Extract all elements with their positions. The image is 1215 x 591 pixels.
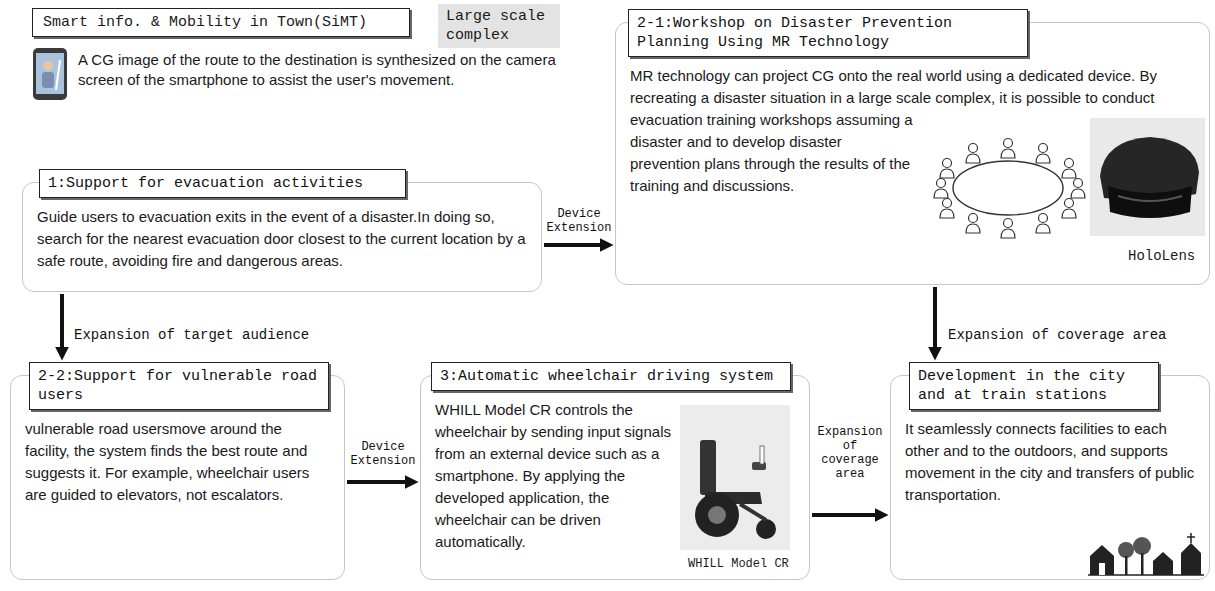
house-icon bbox=[1153, 552, 1173, 575]
image-caption: HoloLens bbox=[1128, 248, 1195, 265]
heading-box: 1:Support for evacuation activities bbox=[39, 169, 406, 198]
phone-screen bbox=[36, 53, 64, 94]
visor-highlight bbox=[1118, 196, 1182, 201]
person-symbol bbox=[1062, 159, 1076, 179]
tree-icon bbox=[1118, 542, 1134, 558]
headset-visor bbox=[1108, 186, 1192, 218]
town-icons bbox=[1088, 533, 1204, 575]
wheel-hub bbox=[708, 506, 726, 524]
person-symbol bbox=[940, 159, 954, 179]
church-cross bbox=[1187, 533, 1195, 543]
stage-panel: 3:Automatic wheelchair driving systemWHI… bbox=[420, 375, 810, 580]
person-symbol bbox=[1001, 219, 1015, 239]
body-text: MR technology can project CG onto the re… bbox=[630, 67, 1157, 194]
tree-trunk bbox=[1125, 556, 1128, 575]
phone-body bbox=[33, 48, 67, 100]
edge-label: Expansion of coverage area bbox=[948, 327, 1166, 344]
body-block: It seamlessly connects facilities to eac… bbox=[891, 376, 1209, 506]
person-symbol bbox=[1071, 179, 1085, 199]
table-ellipse bbox=[953, 161, 1063, 215]
phone-person bbox=[42, 72, 54, 88]
edge-label: Expansion of target audience bbox=[74, 327, 309, 344]
tree-icon bbox=[1133, 537, 1151, 555]
person-symbol bbox=[966, 144, 980, 164]
illustration-space bbox=[913, 109, 1195, 259]
body-text: vulnerable road usersmove around the fac… bbox=[25, 420, 309, 503]
stage-panel: Development in the city and at train sta… bbox=[890, 375, 1210, 580]
heading-box: 2-1:Workshop on Disaster Prevention Plan… bbox=[628, 9, 1028, 57]
person-symbol bbox=[934, 179, 948, 199]
phone-person bbox=[43, 61, 53, 71]
photo-ground bbox=[680, 405, 790, 550]
person-symbol bbox=[966, 214, 980, 234]
person-symbol bbox=[1001, 139, 1015, 159]
route-cg bbox=[56, 60, 60, 90]
connector-arrow bbox=[347, 480, 406, 484]
person-symbol bbox=[940, 199, 954, 219]
body-block: Guide users to evacuation exits in the e… bbox=[23, 183, 541, 272]
body-block: WHILL Model CR controls the wheelchair b… bbox=[421, 376, 689, 553]
connector-arrow bbox=[933, 287, 937, 348]
tag-text: Large scale complex bbox=[446, 7, 552, 45]
photo-ground bbox=[1090, 118, 1205, 236]
tree-trunk bbox=[1141, 553, 1144, 575]
title-text: Smart info. & Mobility in Town(SiMT) bbox=[43, 13, 399, 32]
church-icon bbox=[1181, 543, 1201, 575]
frame bbox=[740, 504, 766, 520]
connector-arrow bbox=[60, 294, 64, 348]
controller bbox=[760, 446, 764, 464]
edge-label: Device Extension bbox=[545, 207, 613, 235]
heading-box: 3:Automatic wheelchair driving system bbox=[431, 362, 791, 391]
description-text: A CG image of the route to the destinati… bbox=[78, 50, 558, 90]
person-symbol bbox=[1062, 199, 1076, 219]
connector-arrow bbox=[812, 513, 876, 517]
scope-tag: Large scale complex bbox=[438, 4, 560, 48]
smartphone-icon bbox=[33, 48, 67, 100]
system-title-box: Smart info. & Mobility in Town(SiMT) bbox=[32, 8, 410, 37]
stage-panel: 1:Support for evacuation activitiesGuide… bbox=[22, 182, 542, 292]
stage-panel: 2-1:Workshop on Disaster Prevention Plan… bbox=[615, 22, 1210, 285]
house-door bbox=[1099, 563, 1105, 575]
drive-wheel bbox=[695, 493, 739, 537]
body-block: vulnerable road usersmove around the fac… bbox=[11, 376, 344, 506]
backrest bbox=[700, 440, 716, 495]
body-text: It seamlessly connects facilities to eac… bbox=[905, 420, 1194, 503]
body-block: MR technology can project CG onto the re… bbox=[616, 23, 1209, 197]
image-caption: WHILL Model CR bbox=[688, 556, 789, 573]
edge-label: Expansion of coverage area bbox=[815, 425, 885, 481]
house-icon bbox=[1090, 545, 1114, 575]
heading-box: 2-2:Support for vulnerable road users bbox=[29, 362, 329, 410]
workshop-illustration bbox=[934, 139, 1085, 239]
stage-panel: 2-2:Support for vulnerable road usersvul… bbox=[10, 375, 345, 580]
heading-box: Development in the city and at train sta… bbox=[909, 362, 1159, 410]
edge-label: Device Extension bbox=[348, 440, 418, 468]
wheelchair-photo bbox=[680, 405, 790, 550]
body-text: WHILL Model CR controls the wheelchair b… bbox=[435, 401, 671, 550]
front-wheel bbox=[756, 519, 776, 539]
body-text: Guide users to evacuation exits in the e… bbox=[37, 208, 526, 269]
hololens-photo bbox=[1090, 118, 1205, 236]
connector-arrow bbox=[544, 243, 601, 247]
person-symbol bbox=[1036, 144, 1050, 164]
person-symbol bbox=[1036, 214, 1050, 234]
